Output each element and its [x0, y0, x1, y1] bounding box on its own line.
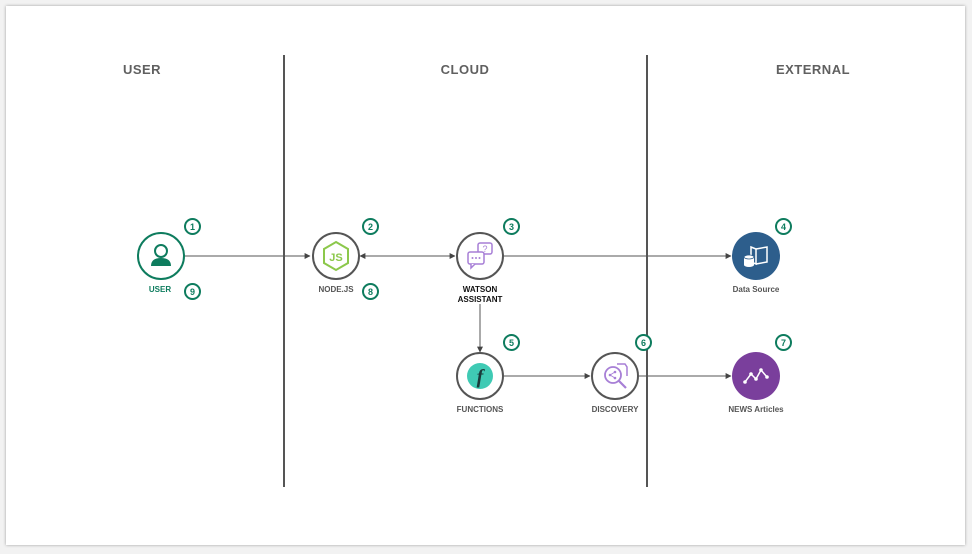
news-articles-node[interactable] — [732, 352, 780, 400]
column-title-user: USER — [122, 62, 162, 77]
watson-assistant-node[interactable]: ? — [456, 232, 504, 280]
svg-text:?: ? — [482, 244, 487, 254]
discovery-label: DISCOVERY — [591, 405, 639, 414]
user-label: USER — [148, 285, 172, 294]
news-graph-icon — [743, 368, 769, 384]
data-source-label: Data Source — [732, 285, 780, 294]
nodejs-label: NODE.JS — [318, 285, 354, 294]
user-node[interactable] — [137, 232, 185, 280]
data-source-node[interactable] — [732, 232, 780, 280]
discovery-node[interactable] — [591, 352, 639, 400]
news-articles-label: NEWS Articles — [728, 405, 784, 414]
functions-icon: f — [467, 363, 493, 389]
step-badge-9: 9 — [184, 283, 201, 300]
watson-assistant-label: WATSON ASSISTANT — [457, 285, 503, 304]
nodejs-icon: JS — [323, 240, 349, 272]
chat-bubbles-icon: ? — [467, 242, 493, 270]
discovery-search-icon — [604, 363, 628, 389]
user-icon — [151, 244, 171, 266]
book-database-icon — [743, 245, 768, 267]
step-badge-1: 1 — [184, 218, 201, 235]
nodejs-node[interactable]: JS — [312, 232, 360, 280]
step-badge-6: 6 — [635, 334, 652, 351]
step-badge-2: 2 — [362, 218, 379, 235]
column-title-cloud: CLOUD — [440, 62, 490, 77]
functions-label: FUNCTIONS — [456, 405, 504, 414]
step-badge-4: 4 — [775, 218, 792, 235]
step-badge-7: 7 — [775, 334, 792, 351]
column-title-external: EXTERNAL — [775, 62, 851, 77]
step-badge-8: 8 — [362, 283, 379, 300]
svg-text:JS: JS — [329, 252, 342, 264]
step-badge-3: 3 — [503, 218, 520, 235]
divider-user-cloud — [283, 55, 285, 487]
divider-cloud-external — [646, 55, 648, 487]
functions-node[interactable]: f — [456, 352, 504, 400]
svg-text:f: f — [477, 366, 486, 388]
step-badge-5: 5 — [503, 334, 520, 351]
